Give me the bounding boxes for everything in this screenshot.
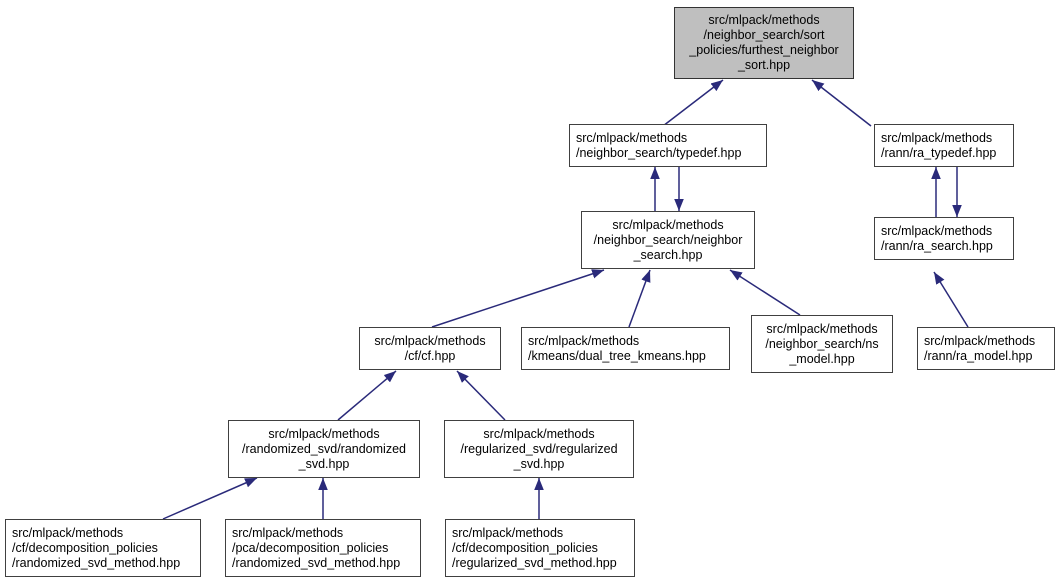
node-line: src/mlpack/methods (268, 426, 380, 441)
node-ra-model[interactable]: src/mlpack/methods /rann/ra_model.hpp (917, 327, 1055, 370)
node-ra-search[interactable]: src/mlpack/methods /rann/ra_search.hpp (874, 217, 1014, 260)
edge-ra-model-to-ra-search (933, 271, 969, 328)
node-line: src/mlpack/methods (452, 525, 564, 540)
node-line: /randomized_svd_method.hpp (232, 555, 401, 570)
node-line: src/mlpack/methods (881, 223, 993, 238)
node-line: /rann/ra_model.hpp (924, 348, 1033, 363)
node-line: /neighbor_search/neighbor (593, 232, 743, 247)
edge-dual-tree-kmeans-to-neighbor-search (628, 269, 651, 328)
edge-ra-typedef-to-furthest-sort (811, 79, 872, 127)
edge-ns-model-to-neighbor-search (729, 269, 801, 316)
node-line: _policies/furthest_neighbor (689, 43, 839, 57)
node-regularized-svd[interactable]: src/mlpack/methods /regularized_svd/regu… (444, 420, 634, 478)
node-cf[interactable]: src/mlpack/methods /cf/cf.hpp (359, 327, 501, 370)
node-line: _model.hpp (789, 351, 855, 366)
node-line: src/mlpack/methods (12, 525, 124, 540)
node-line: /rann/ra_typedef.hpp (881, 145, 997, 160)
node-line: src/mlpack/methods (766, 321, 878, 336)
node-line: src/mlpack/methods (232, 525, 344, 540)
node-line: /cf/decomposition_policies (12, 540, 158, 555)
node-furthest-neighbor-sort[interactable]: src/mlpack/methods /neighbor_search/sort… (674, 7, 854, 79)
node-line: src/mlpack/methods (708, 13, 820, 27)
node-line: _search.hpp (633, 247, 703, 262)
node-line: /neighbor_search/typedef.hpp (576, 145, 742, 160)
node-line: /kmeans/dual_tree_kmeans.hpp (528, 348, 706, 363)
edge-cf-randomized-method-to-randomized-svd (162, 477, 258, 520)
edge-randomized-svd-to-cf (337, 370, 397, 421)
node-dual-tree-kmeans[interactable]: src/mlpack/methods /kmeans/dual_tree_kme… (521, 327, 730, 370)
node-line: src/mlpack/methods (483, 426, 595, 441)
node-pca-randomized-svd-method[interactable]: src/mlpack/methods /pca/decomposition_po… (225, 519, 421, 577)
node-line: /randomized_svd_method.hpp (12, 555, 181, 570)
node-line: _sort.hpp (737, 58, 791, 72)
node-line: src/mlpack/methods (528, 333, 640, 348)
node-line: src/mlpack/methods (881, 130, 993, 145)
node-line: /cf/cf.hpp (404, 348, 456, 363)
node-line: /cf/decomposition_policies (452, 540, 598, 555)
node-line: /neighbor_search/sort (703, 28, 825, 42)
node-line: src/mlpack/methods (612, 217, 724, 232)
node-line: /regularized_svd_method.hpp (452, 555, 617, 570)
node-cf-regularized-svd-method[interactable]: src/mlpack/methods /cf/decomposition_pol… (445, 519, 635, 577)
node-cf-randomized-svd-method[interactable]: src/mlpack/methods /cf/decomposition_pol… (5, 519, 201, 577)
node-ns-model[interactable]: src/mlpack/methods /neighbor_search/ns _… (751, 315, 893, 373)
node-line: /randomized_svd/randomized (242, 441, 406, 456)
node-line: /regularized_svd/regularized (460, 441, 618, 456)
node-line: /rann/ra_search.hpp (881, 238, 993, 253)
edge-ns-typedef-to-furthest-sort (662, 79, 724, 127)
node-line: /pca/decomposition_policies (232, 540, 389, 555)
node-line: /neighbor_search/ns (765, 336, 879, 351)
node-neighbor-search-typedef[interactable]: src/mlpack/methods /neighbor_search/type… (569, 124, 767, 167)
node-line: src/mlpack/methods (576, 130, 688, 145)
node-line: src/mlpack/methods (924, 333, 1036, 348)
node-line: _svd.hpp (298, 456, 350, 471)
node-line: _svd.hpp (513, 456, 565, 471)
edge-cf-to-neighbor-search (431, 269, 605, 328)
node-line: src/mlpack/methods (374, 333, 486, 348)
edge-regularized-svd-to-cf (456, 370, 506, 421)
node-randomized-svd[interactable]: src/mlpack/methods /randomized_svd/rando… (228, 420, 420, 478)
node-ra-typedef[interactable]: src/mlpack/methods /rann/ra_typedef.hpp (874, 124, 1014, 167)
node-neighbor-search[interactable]: src/mlpack/methods /neighbor_search/neig… (581, 211, 755, 269)
